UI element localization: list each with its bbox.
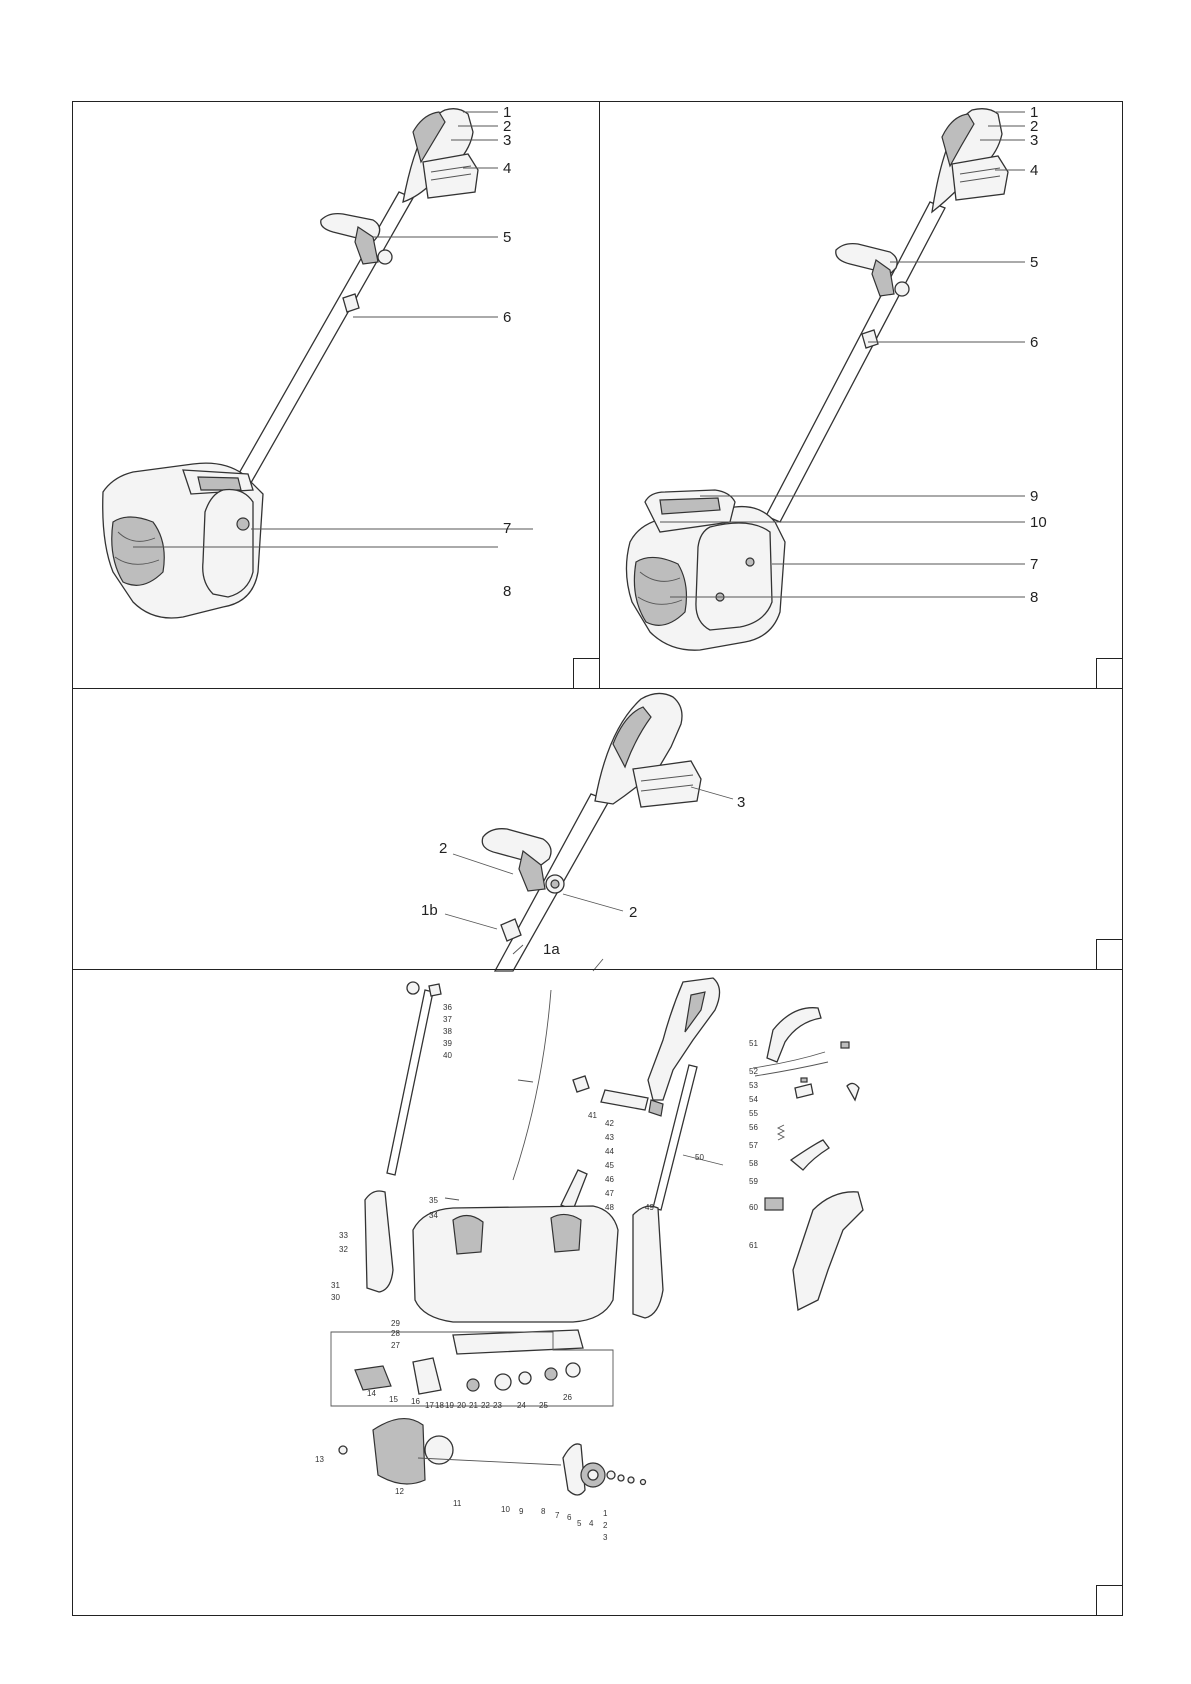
figure-2-panel: 1 2 3 4 5 6 9 10 7 8 bbox=[599, 101, 1123, 689]
part-label-56: 56 bbox=[749, 1123, 758, 1132]
part-label-8: 8 bbox=[541, 1507, 546, 1516]
part-label-40: 40 bbox=[443, 1051, 452, 1060]
part-label-23: 23 bbox=[493, 1401, 502, 1410]
part-label-31: 31 bbox=[331, 1281, 340, 1290]
part-label-11: 11 bbox=[453, 1499, 462, 1508]
part-label-34: 34 bbox=[429, 1211, 438, 1220]
part-label-29: 29 bbox=[391, 1319, 400, 1328]
part-label-61: 61 bbox=[749, 1241, 758, 1250]
fig2-label-6: 6 bbox=[1030, 334, 1038, 351]
fig1-label-6: 6 bbox=[503, 309, 511, 326]
part-label-43: 43 bbox=[605, 1133, 614, 1142]
figure-number-box-2 bbox=[1096, 658, 1122, 688]
part-label-60: 60 bbox=[749, 1203, 758, 1212]
part-label-48: 48 bbox=[605, 1203, 614, 1212]
exploded-parts-diagram: 36 37 38 39 40 51 52 53 54 55 56 57 58 5… bbox=[73, 970, 1124, 1617]
part-label-19: 19 bbox=[445, 1401, 454, 1410]
part-label-35: 35 bbox=[429, 1196, 438, 1205]
fig3-label-1a: 1a bbox=[543, 941, 560, 958]
part-label-14: 14 bbox=[367, 1389, 376, 1398]
part-label-18: 18 bbox=[435, 1401, 444, 1410]
snow-shovel-illustration-1: 1 2 3 4 5 6 7 8 bbox=[73, 102, 601, 690]
part-label-10: 10 bbox=[501, 1505, 510, 1514]
fig1-label-5: 5 bbox=[503, 229, 511, 246]
part-label-49: 49 bbox=[645, 1203, 654, 1212]
fig1-label-7: 7 bbox=[503, 520, 511, 537]
part-label-15: 15 bbox=[389, 1395, 398, 1404]
part-label-53: 53 bbox=[749, 1081, 758, 1090]
handle-assembly-illustration: 3 2 2 1b 1a bbox=[73, 689, 1124, 971]
snow-shovel-illustration-2: 1 2 3 4 5 6 9 10 7 8 bbox=[600, 102, 1124, 690]
part-label-57: 57 bbox=[749, 1141, 758, 1150]
part-label-32: 32 bbox=[339, 1245, 348, 1254]
part-label-4: 4 bbox=[589, 1519, 594, 1528]
part-label-59: 59 bbox=[749, 1177, 758, 1186]
part-label-46: 46 bbox=[605, 1175, 614, 1184]
part-label-33: 33 bbox=[339, 1231, 348, 1240]
figure-3-panel: 3 2 2 1b 1a bbox=[72, 688, 1123, 970]
part-label-42: 42 bbox=[605, 1119, 614, 1128]
part-label-13: 13 bbox=[315, 1455, 324, 1464]
part-label-25: 25 bbox=[539, 1401, 548, 1410]
part-label-9: 9 bbox=[519, 1507, 524, 1516]
part-label-20: 20 bbox=[457, 1401, 466, 1410]
part-label-3: 3 bbox=[603, 1533, 608, 1542]
fig2-label-10: 10 bbox=[1030, 514, 1047, 531]
fig2-label-4: 4 bbox=[1030, 162, 1038, 179]
part-label-22: 22 bbox=[481, 1401, 490, 1410]
fig3-label-2-right: 2 bbox=[629, 904, 637, 921]
fig2-label-8: 8 bbox=[1030, 589, 1038, 606]
part-label-58: 58 bbox=[749, 1159, 758, 1168]
part-label-52: 52 bbox=[749, 1067, 758, 1076]
part-label-54: 54 bbox=[749, 1095, 758, 1104]
part-label-17: 17 bbox=[425, 1401, 434, 1410]
figure-number-box-3 bbox=[1096, 939, 1122, 969]
fig2-label-3: 3 bbox=[1030, 132, 1038, 149]
fig1-label-3: 3 bbox=[503, 132, 511, 149]
fig3-label-2-left: 2 bbox=[439, 840, 447, 857]
part-label-38: 38 bbox=[443, 1027, 452, 1036]
part-label-44: 44 bbox=[605, 1147, 614, 1156]
part-label-39: 39 bbox=[443, 1039, 452, 1048]
fig1-label-8: 8 bbox=[503, 583, 511, 600]
figure-number-box-1 bbox=[573, 658, 599, 688]
figure-1-panel: 1 2 3 4 5 6 7 8 bbox=[72, 101, 600, 689]
part-label-27: 27 bbox=[391, 1341, 400, 1350]
part-label-36: 36 bbox=[443, 1003, 452, 1012]
part-label-47: 47 bbox=[605, 1189, 614, 1198]
part-label-26: 26 bbox=[563, 1393, 572, 1402]
part-label-6: 6 bbox=[567, 1513, 572, 1522]
fig2-label-5: 5 bbox=[1030, 254, 1038, 271]
fig1-label-4: 4 bbox=[503, 160, 511, 177]
figure-4-panel: 36 37 38 39 40 51 52 53 54 55 56 57 58 5… bbox=[72, 969, 1123, 1616]
part-label-7: 7 bbox=[555, 1511, 560, 1520]
figure-number-box-4 bbox=[1096, 1585, 1122, 1615]
fig3-label-3: 3 bbox=[737, 794, 745, 811]
part-label-16: 16 bbox=[411, 1397, 420, 1406]
part-label-37: 37 bbox=[443, 1015, 452, 1024]
part-label-45: 45 bbox=[605, 1161, 614, 1170]
part-label-51: 51 bbox=[749, 1039, 758, 1048]
part-label-41: 41 bbox=[588, 1111, 597, 1120]
part-label-2: 2 bbox=[603, 1521, 608, 1530]
fig3-label-1b: 1b bbox=[421, 902, 438, 919]
part-label-55: 55 bbox=[749, 1109, 758, 1118]
fig2-label-9: 9 bbox=[1030, 488, 1038, 505]
part-label-24: 24 bbox=[517, 1401, 526, 1410]
part-label-28: 28 bbox=[391, 1329, 400, 1338]
part-label-50: 50 bbox=[695, 1153, 704, 1162]
part-label-30: 30 bbox=[331, 1293, 340, 1302]
fig2-label-7: 7 bbox=[1030, 556, 1038, 573]
part-label-21: 21 bbox=[469, 1401, 478, 1410]
part-label-12: 12 bbox=[395, 1487, 404, 1496]
part-label-1: 1 bbox=[603, 1509, 608, 1518]
part-label-5: 5 bbox=[577, 1519, 582, 1528]
